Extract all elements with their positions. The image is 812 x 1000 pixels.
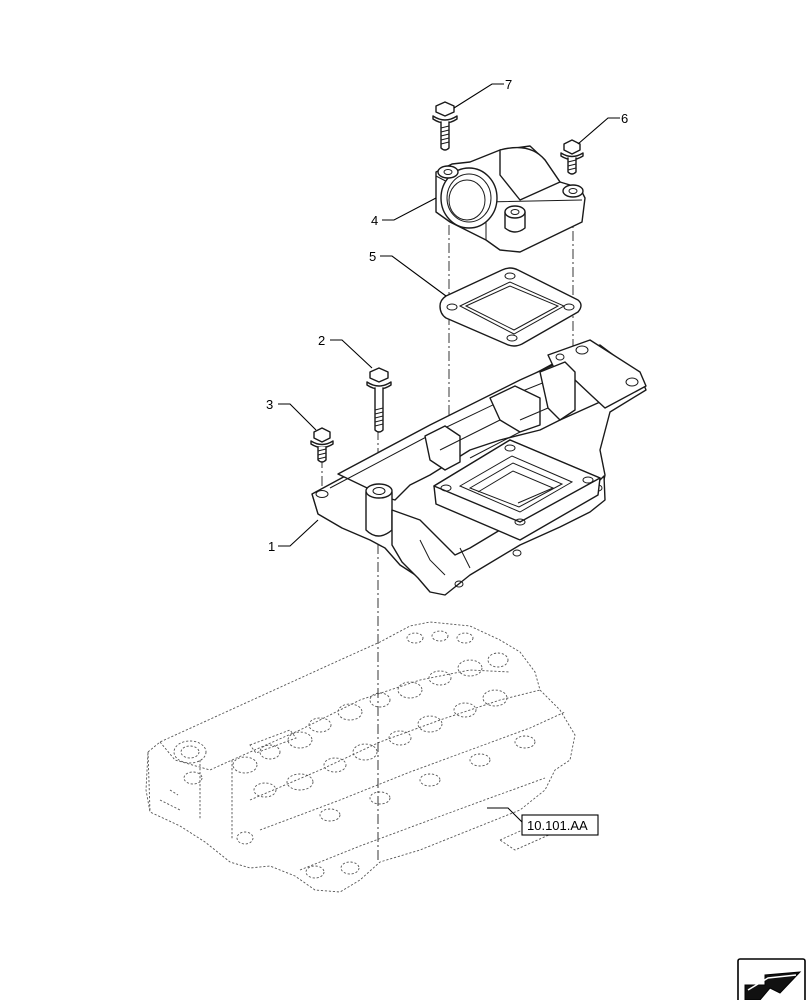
- callout-label-1: 1: [268, 539, 275, 554]
- reference-box[interactable]: [521, 814, 599, 836]
- screw-6: [560, 139, 584, 175]
- callout-label-6: 6: [621, 111, 628, 126]
- intake-manifold: [311, 339, 647, 596]
- callout-5: 5: [369, 249, 447, 297]
- callout-4: 4: [371, 197, 437, 228]
- callout-1: 1: [268, 519, 319, 554]
- cylinder-head-phantom: [145, 621, 576, 893]
- callout-label-2: 2: [318, 333, 325, 348]
- gasket: [439, 267, 582, 347]
- bolt-3: [310, 427, 334, 463]
- callout-label-4: 4: [371, 213, 378, 228]
- callout-label-3: 3: [266, 397, 273, 412]
- callout-6: 6: [577, 111, 628, 145]
- callout-label-5: 5: [369, 249, 376, 264]
- reference-callout[interactable]: 10.101.AA: [487, 807, 599, 836]
- bolt-2: [366, 367, 392, 433]
- reference-label: 10.101.AA: [527, 818, 588, 833]
- air-inlet-elbow: [435, 145, 586, 253]
- callout-label-7: 7: [505, 77, 512, 92]
- callout-7: 7: [453, 77, 512, 109]
- bolt-7: [432, 101, 458, 151]
- callout-2: 2: [318, 333, 373, 369]
- next-page-arrow-icon[interactable]: [737, 958, 806, 1000]
- callout-3: 3: [266, 397, 317, 431]
